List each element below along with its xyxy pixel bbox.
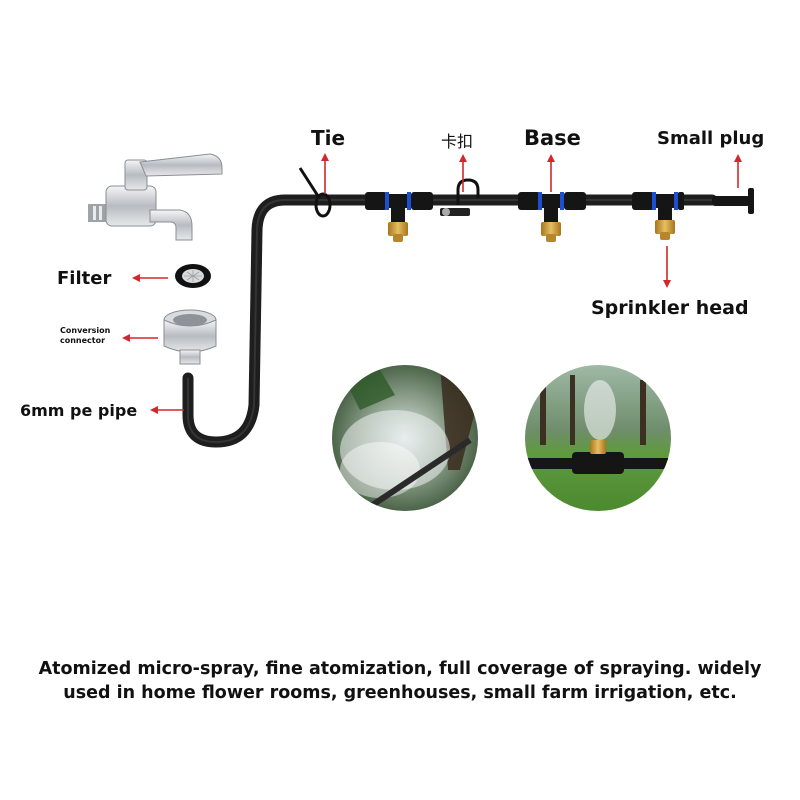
brass-nozzle-2 xyxy=(541,222,561,242)
caption: Atomized micro-spray, fine atomization, … xyxy=(0,657,800,705)
brass-nozzle-1 xyxy=(388,222,408,242)
pipe-clip xyxy=(440,178,480,216)
faucet xyxy=(88,153,223,241)
label-clip: 卡扣 xyxy=(441,132,474,151)
cable-tie xyxy=(298,167,332,218)
label-base: Base xyxy=(524,126,581,150)
label-tie: Tie xyxy=(311,126,346,150)
label-small-plug: Small plug xyxy=(657,128,765,149)
tee-connector-2 xyxy=(518,192,586,222)
filter-washer xyxy=(175,264,211,288)
label-conversion-connector: Conversion connector xyxy=(60,326,111,345)
label-filter: Filter xyxy=(57,268,112,289)
brass-nozzle-3 xyxy=(655,220,675,240)
small-plug xyxy=(712,188,754,214)
tee-connector-1 xyxy=(365,192,433,222)
spray-photo-left xyxy=(332,365,478,511)
caption-line-2: used in home flower rooms, greenhouses, … xyxy=(63,683,737,703)
tee-connector-3 xyxy=(632,192,684,220)
conversion-connector xyxy=(163,309,217,365)
spray-photo-right xyxy=(525,365,671,511)
caption-line-1: Atomized micro-spray, fine atomization, … xyxy=(38,659,762,679)
label-arrows xyxy=(122,153,742,414)
label-sprinkler-head: Sprinkler head xyxy=(591,297,749,319)
label-pipe: 6mm pe pipe xyxy=(20,401,138,420)
